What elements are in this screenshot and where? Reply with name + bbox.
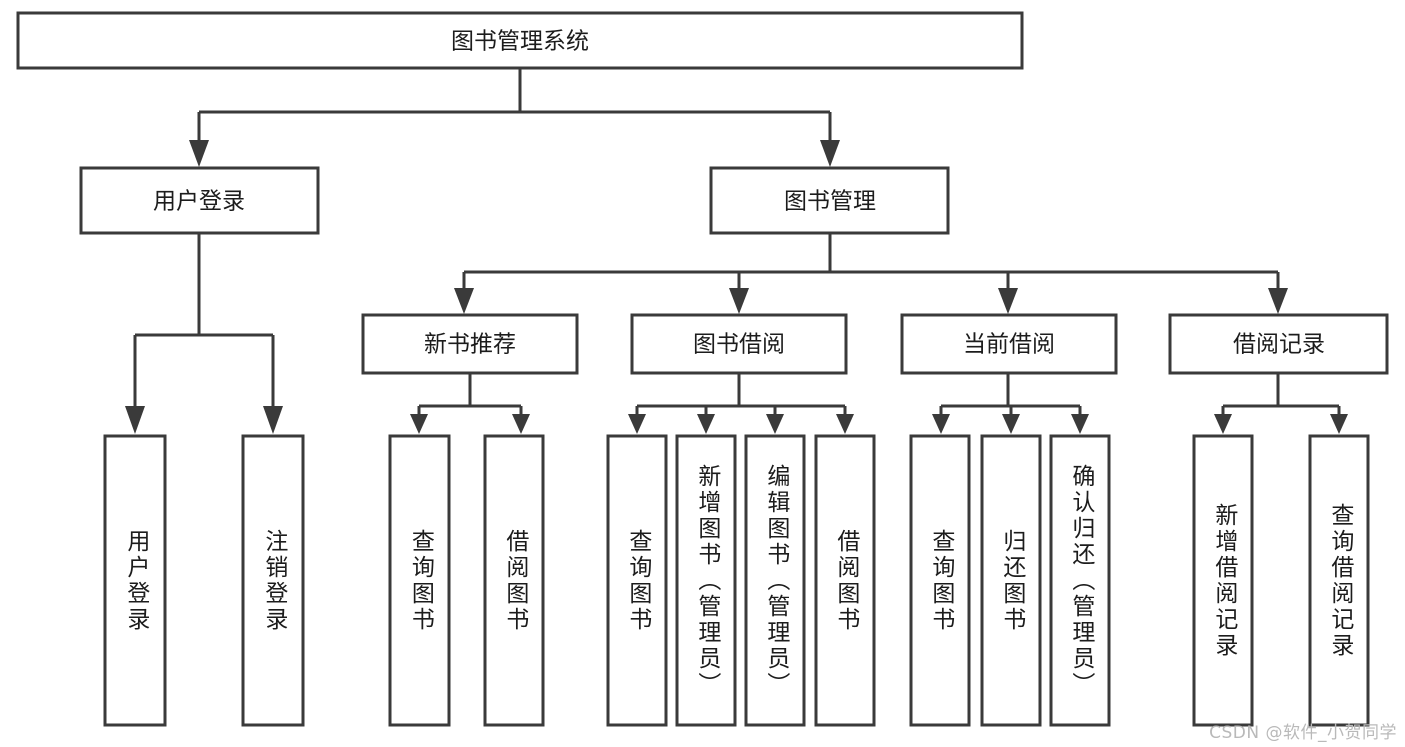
arrow-icon-to-leaf-1: [125, 406, 145, 434]
leaf-box-4[interactable]: [483, 434, 545, 727]
node-label-group: 图书管理系统 用户登录 图书管理 新书推荐 图书借阅 当前借阅 借阅记录: [153, 29, 1325, 358]
node-root-box[interactable]: [16, 11, 1024, 70]
leaf-box-9[interactable]: [909, 434, 971, 727]
arrow-icon-to-user-login: [189, 140, 209, 167]
node-user-login-box[interactable]: [79, 166, 320, 235]
arrow-icon-to-leaf-9: [932, 414, 950, 434]
node-user-login-label: 用户登录: [153, 189, 245, 215]
node-book-mgmt-label: 图书管理: [784, 189, 876, 215]
edge-group: [133, 68, 1341, 414]
leaf-box-8[interactable]: [814, 434, 876, 727]
leaf-box-13[interactable]: [1308, 434, 1370, 727]
arrow-icon-to-leaf-2: [263, 406, 283, 434]
node-record-label: 借阅记录: [1233, 332, 1325, 358]
node-record-box[interactable]: [1168, 313, 1389, 375]
arrow-icon-to-leaf-11: [1071, 414, 1089, 434]
arrow-icon-to-current: [998, 288, 1018, 314]
leaf-box-10[interactable]: [980, 434, 1042, 727]
node-borrow-label: 图书借阅: [693, 332, 785, 358]
arrow-icon-to-borrow: [729, 288, 749, 314]
node-current-label: 当前借阅: [963, 332, 1055, 358]
node-root-label: 图书管理系统: [451, 29, 589, 55]
leaf-box-7[interactable]: [744, 434, 806, 727]
arrow-icon-to-leaf-7: [766, 414, 784, 434]
node-new-book-box[interactable]: [361, 313, 579, 375]
node-borrow-box[interactable]: [630, 313, 848, 375]
arrow-icon-to-leaf-3: [410, 414, 428, 434]
watermark-text: CSDN @软件_小贺同学: [1209, 723, 1397, 743]
leaf-box-3[interactable]: [388, 434, 451, 727]
arrow-icon-to-new-book: [454, 288, 474, 314]
node-box-group: [16, 11, 1389, 727]
arrow-icon-to-leaf-8: [836, 414, 854, 434]
arrow-icon-to-record: [1268, 288, 1288, 314]
arrow-icon-to-leaf-12: [1214, 414, 1232, 434]
arrow-icon-to-leaf-10: [1002, 414, 1020, 434]
leaf-box-6[interactable]: [675, 434, 737, 727]
leaf-box-1[interactable]: [103, 434, 167, 727]
leaf-box-11[interactable]: [1049, 434, 1111, 727]
leaf-box-12[interactable]: [1192, 434, 1254, 727]
arrow-icon-to-book-mgmt: [820, 140, 840, 167]
arrow-icon-to-leaf-4: [512, 414, 530, 434]
arrow-icon-to-leaf-6: [697, 414, 715, 434]
node-new-book-label: 新书推荐: [424, 332, 516, 358]
leaf-box-5[interactable]: [606, 434, 668, 727]
leaf-box-2[interactable]: [241, 434, 305, 727]
arrow-icon-to-leaf-13: [1330, 414, 1348, 434]
node-book-mgmt-box[interactable]: [709, 166, 950, 235]
node-current-box[interactable]: [900, 313, 1118, 375]
arrowhead-group: [125, 140, 1348, 434]
arrow-icon-to-leaf-5: [628, 414, 646, 434]
